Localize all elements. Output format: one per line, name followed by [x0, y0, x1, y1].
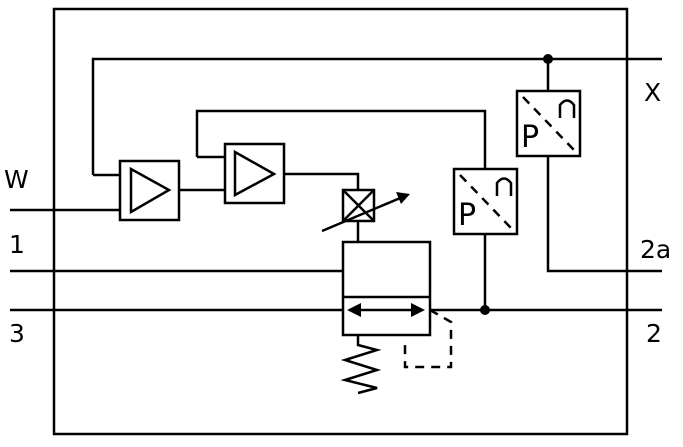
pressure-sensor-upper-arc [558, 99, 576, 118]
spring-icon [340, 335, 382, 395]
triangle-amplifier-icon [129, 166, 172, 215]
line-amp2-valve [284, 172, 360, 190]
pressure-sensor-lower-arc [495, 177, 513, 196]
arrow-left-icon [347, 303, 361, 317]
port-label-x: X [644, 78, 661, 107]
pressure-sensor-upper-diagonal [522, 96, 575, 151]
pressure-sensor-lower-diagonal [459, 174, 512, 229]
solenoid-actuator [321, 188, 410, 242]
pressure-sensor-upper: P [515, 89, 582, 158]
port-label-1: 1 [9, 230, 25, 259]
control-valve [341, 240, 432, 337]
amplifier-2 [223, 142, 286, 205]
valve-body [341, 240, 432, 337]
arrow-right-icon [411, 303, 425, 317]
pressure-sensor-upper-label: P [521, 120, 539, 155]
pressure-sensor-lower-label: P [458, 198, 476, 233]
port-label-2: 2 [646, 319, 662, 348]
solenoid-cross-b [342, 189, 375, 222]
port-label-2a: 2a [640, 235, 671, 264]
triangle-amplifier-icon [233, 149, 277, 198]
pilot-line-dashed [403, 308, 453, 369]
line-x [91, 57, 662, 175]
port-label-w: W [4, 165, 29, 194]
amplifier-1 [118, 159, 181, 222]
port-label-3: 3 [9, 319, 25, 348]
housing-outline [52, 7, 629, 436]
line-inner-feedback [195, 109, 487, 169]
proportional-valve-icon [321, 192, 410, 233]
pressure-sensor-lower: P [452, 167, 519, 236]
line-2a [546, 156, 662, 273]
